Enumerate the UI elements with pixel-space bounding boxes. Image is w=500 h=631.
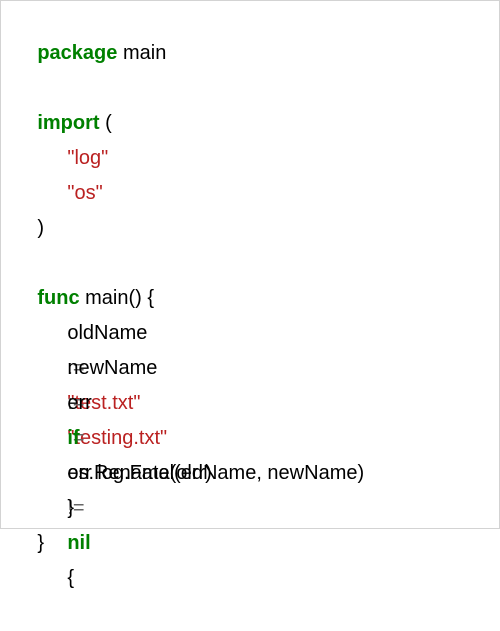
code-line-newname: newName := "testing.txt" [34, 316, 167, 449]
keyword-if: if [67, 427, 80, 449]
var-oldname: oldName [67, 322, 148, 344]
code-line-oldname: oldName := "test.txt" [34, 281, 147, 414]
keyword-import: import [37, 112, 100, 134]
code-line-fatal: log.Fatal(err) [64, 421, 211, 484]
func-close-brace: } [37, 532, 45, 554]
import-string-os: "os" [67, 182, 103, 204]
code-line-import-log: "log" [34, 106, 108, 169]
import-open-paren: ( [99, 112, 112, 134]
var-newname: newName [67, 357, 158, 379]
if-close-brace: } [67, 497, 75, 519]
var-err: err [67, 462, 92, 484]
keyword-func: func [37, 287, 80, 309]
code-line-import: import ( [4, 71, 111, 134]
not-equal-operator: != [67, 497, 85, 519]
code-line-if: if err != nil { [34, 386, 91, 589]
code-line-rename: err := os.Rename(oldName, newName) [34, 351, 364, 484]
assign-operator: := [67, 392, 85, 414]
code-line-if-close: } [34, 456, 74, 519]
log-fatal-call: log.Fatal(err) [97, 462, 212, 484]
code-line-import-os: "os" [34, 141, 102, 204]
keyword-nil: nil [67, 532, 91, 554]
var-err: err [67, 392, 92, 414]
code-line-func-close: } [4, 491, 44, 554]
string-test-txt: "test.txt" [67, 392, 141, 414]
code-line-func: func main() { [4, 246, 154, 309]
package-name: main [117, 42, 167, 64]
code-line-import-close: ) [4, 176, 44, 239]
import-close-paren: ) [37, 217, 45, 239]
rename-call: os.Rename(oldName, newName) [67, 462, 365, 484]
keyword-package: package [37, 42, 118, 64]
if-open-brace: { [67, 567, 75, 589]
func-signature: main() { [79, 287, 155, 309]
string-testing-txt: "testing.txt" [67, 427, 168, 449]
code-line-package: package main [4, 1, 166, 64]
import-string-log: "log" [67, 147, 109, 169]
assign-operator: := [67, 357, 85, 379]
code-frame: package main import ( "log" "os" ) func … [0, 0, 500, 589]
assign-operator: := [67, 427, 85, 449]
